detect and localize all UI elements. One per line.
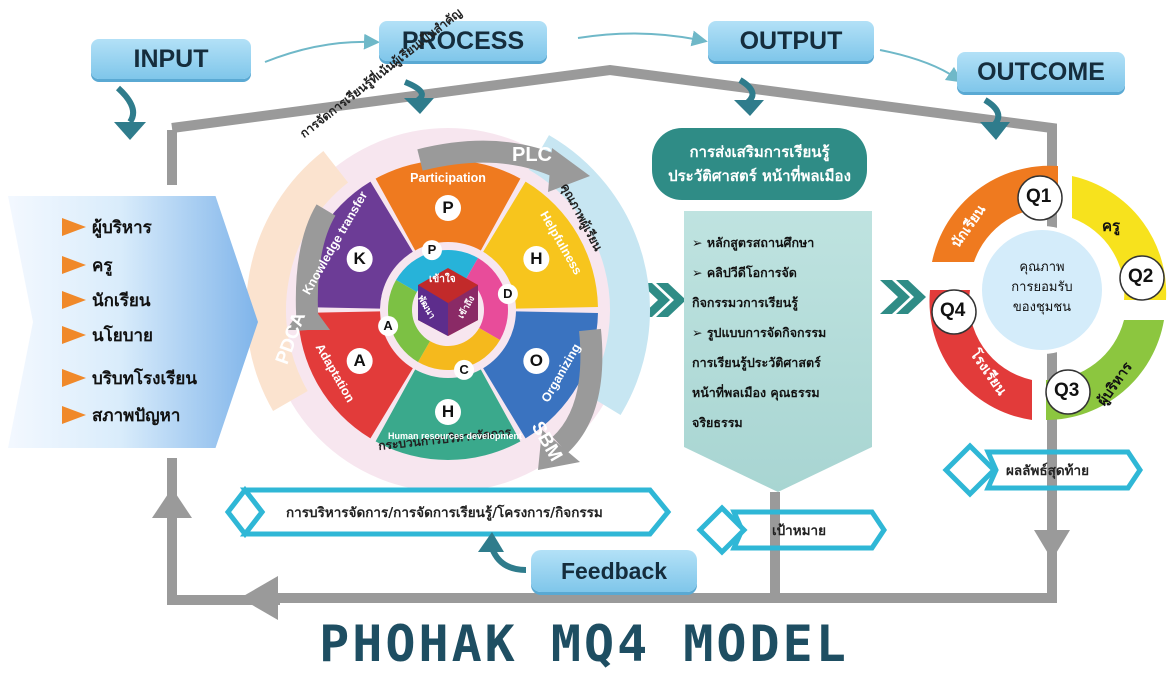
outcome-banner: ผลลัพธ์สุดท้าย — [1006, 463, 1089, 479]
input-item: บริบทโรงเรียน — [62, 363, 197, 393]
arrow-process-output — [577, 30, 708, 47]
pdca-segment — [387, 280, 430, 362]
process-wheel — [245, 107, 650, 512]
outcome-center: คุณภาพ การยอมรับ ของชุมชน — [1011, 260, 1073, 316]
pdca-segment — [418, 328, 500, 370]
output-line: กิจกรรมวการเรียนรู้ — [692, 295, 799, 310]
arrow-bullet-icon — [62, 406, 86, 424]
q2-label: Q2 — [1128, 266, 1154, 287]
stage-input: INPUT — [91, 39, 251, 79]
segment-letter: O — [529, 351, 543, 370]
arrow-bullet-icon — [62, 291, 86, 309]
plc-label: PLC — [512, 144, 552, 166]
up-arrowhead-icon — [152, 488, 192, 518]
feedback-tag: Feedback — [531, 550, 697, 592]
sbm-arrow — [552, 328, 603, 454]
input-item: นักเรียน — [62, 285, 150, 315]
input-item: ผู้บริหาร — [62, 212, 152, 242]
pdca-letter: A — [383, 318, 393, 334]
wheel-segment — [298, 311, 413, 439]
input-item: ครู — [62, 250, 113, 280]
outcome-ring — [929, 165, 1167, 420]
plc-arrow — [417, 140, 565, 179]
input-item: นโยบาย — [62, 320, 153, 350]
pdca-segment — [396, 250, 478, 292]
feedback-curve-arrow-icon — [478, 532, 527, 573]
segment-letter: A — [353, 351, 366, 370]
segment-letter-badge — [523, 348, 550, 374]
pdca-letter: D — [503, 285, 513, 301]
arrow-bullet-icon — [62, 218, 86, 236]
output-line: หน้าที่พลเมือง คุณธรรม — [692, 385, 820, 400]
output-line: จริยธรรม — [692, 415, 743, 430]
pdca-letter-badge — [454, 359, 475, 380]
core-label: เข้าใจ — [429, 274, 456, 285]
segment-letter: H — [441, 402, 455, 421]
stage-outcome: OUTCOME — [957, 52, 1125, 92]
q3-label: Q3 — [1054, 380, 1080, 401]
output-line: ➢ คลิปวีดีโอการจัด — [692, 265, 797, 280]
pdca-letter-badge — [497, 283, 518, 304]
segment-letter: P — [442, 198, 454, 217]
input-panel — [8, 196, 258, 448]
frame-feedback-line — [262, 580, 1057, 603]
quadrant-label: ครู — [1102, 217, 1121, 235]
pdca-letter-badge — [421, 240, 442, 261]
stage-output: OUTPUT — [708, 21, 874, 61]
output-line: ➢ รูปแบบการจัดกิจกรรม — [692, 325, 827, 340]
segment-label: Human resources development — [388, 431, 523, 441]
model-title: PHOHAK MQ4 MODEL — [319, 615, 849, 673]
wheel-segment — [483, 181, 598, 309]
banner-outlines — [224, 442, 1144, 556]
output-title-line: ประวัติศาสตร์ หน้าที่พลเมือง — [668, 167, 851, 185]
q1-label: Q1 — [1026, 186, 1052, 207]
output-line: การเรียนรู้ประวัติศาสตร์ — [692, 355, 821, 370]
output-title-line: การส่งเสริมการเรียนรู้ — [689, 143, 830, 161]
segment-letter: H — [530, 249, 543, 268]
pdca-letter-badge — [378, 316, 399, 337]
wheel-segment — [483, 311, 598, 439]
stage-down-arrows — [114, 77, 1010, 140]
segment-letter-badge — [435, 399, 461, 425]
pdca-segment — [466, 258, 508, 340]
q4-label: Q4 — [940, 300, 966, 321]
segment-letter: K — [353, 249, 366, 268]
down-arrowhead-icon — [1034, 530, 1070, 560]
wheel-segment — [298, 181, 413, 309]
arrow-bullet-icon — [62, 256, 86, 274]
segment-letter-badge — [346, 348, 373, 374]
feedback-arrowhead-icon — [240, 576, 278, 620]
output-banner: เป้าหมาย — [772, 523, 827, 539]
stage-process: PROCESS — [379, 21, 547, 61]
chevron-icons — [640, 280, 926, 317]
segment-letter-badge — [346, 246, 373, 272]
pdca-letter: C — [459, 361, 469, 377]
segment-label: Participation — [410, 171, 486, 185]
process-banner: การบริหารจัดการ/การจัดการเรียนรู้/โครงกา… — [286, 505, 603, 521]
output-line: ➢ หลักสูตรสถานศึกษา — [692, 235, 815, 250]
segment-letter-badge — [435, 195, 461, 221]
arrow-bullet-icon — [62, 326, 86, 344]
arrow-bullet-icon — [62, 369, 86, 387]
arrow-input-process — [264, 33, 380, 63]
output-box — [684, 211, 872, 492]
pdca-letter: P — [427, 242, 437, 258]
segment-letter-badge — [523, 246, 550, 272]
input-item: สภาพปัญหา — [62, 400, 180, 430]
arrow-output-outcome — [879, 49, 963, 83]
frame-roof — [171, 64, 1057, 580]
output-title: การส่งเสริมการเรียนรู้ ประวัติศาสตร์ หน้… — [652, 128, 867, 200]
